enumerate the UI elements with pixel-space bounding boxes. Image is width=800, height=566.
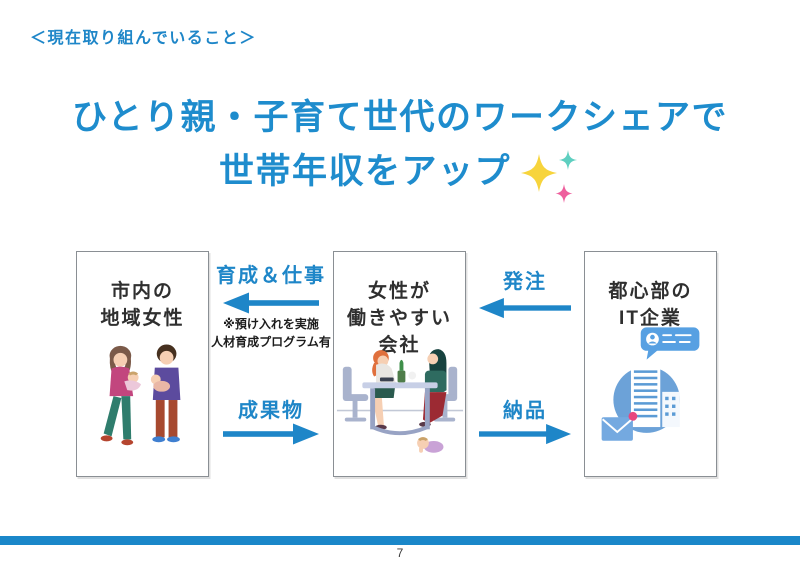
women-working-at-table-illustration [336, 349, 463, 453]
flow-label-order: 発注 [503, 271, 547, 293]
title-line-1: ひとり親・子育て世代のワークシェアで [72, 98, 728, 137]
flow-note-line: ※預け入れを実施 [223, 317, 319, 331]
slide-title: ひとり親・子育て世代のワークシェアで 世帯年収をアップ [0, 100, 800, 212]
slide-header: ＜現在取り組んでいること＞ [30, 30, 257, 47]
arrow-left-order-icon [479, 297, 571, 319]
flow-order-and-delivery: 発注 納品 [466, 251, 584, 477]
title-line-2-row: 世帯年収をアップ [0, 150, 800, 212]
box-local-women-label: 市内の 地域女性 [77, 279, 208, 333]
office-building-message-illustration [601, 327, 699, 441]
box-company-label: 女性が 働きやすい 会社 [334, 279, 465, 360]
box-label-line: 地域女性 [100, 307, 185, 329]
box-label-line: 女性が [367, 281, 431, 302]
flow-note: ※預け入れを実施 人材育成プログラム有 [209, 315, 333, 351]
flow-label-deliverables: 成果物 [238, 400, 304, 422]
box-women-friendly-company: 女性が 働きやすい 会社 [333, 251, 466, 477]
arrow-right-deliverables-icon [223, 423, 319, 445]
footer-bar [0, 536, 800, 545]
arrow-right-delivery-icon [479, 423, 571, 445]
box-it-company-label: 都心部の IT企業 [585, 279, 716, 333]
sparkles-icon [521, 150, 577, 203]
workshare-flow-diagram: 市内の 地域女性 [76, 251, 717, 477]
box-label-line: 会社 [378, 334, 421, 356]
two-mothers-holding-babies-illustration [100, 344, 180, 446]
box-label-line: 働きやすい [346, 307, 452, 329]
flow-label-delivery: 納品 [503, 400, 547, 422]
box-local-women: 市内の 地域女性 [76, 251, 209, 477]
box-label-line: 市内の [110, 281, 174, 302]
box-label-line: IT企業 [619, 307, 682, 329]
page-number: 7 [396, 546, 404, 560]
arrow-left-training-jobs-icon [223, 292, 319, 314]
box-it-company: 都心部の IT企業 [584, 251, 717, 477]
title-line-2: 世帯年収をアップ [218, 152, 511, 191]
box-label-line: 都心部の [608, 281, 693, 302]
flow-label-training-jobs: 育成＆仕事 [216, 265, 326, 287]
flow-note-line: 人材育成プログラム有 [211, 335, 331, 349]
flow-training-and-deliverables: 育成＆仕事 ※預け入れを実施 人材育成プログラム有 成果物 [209, 251, 333, 477]
